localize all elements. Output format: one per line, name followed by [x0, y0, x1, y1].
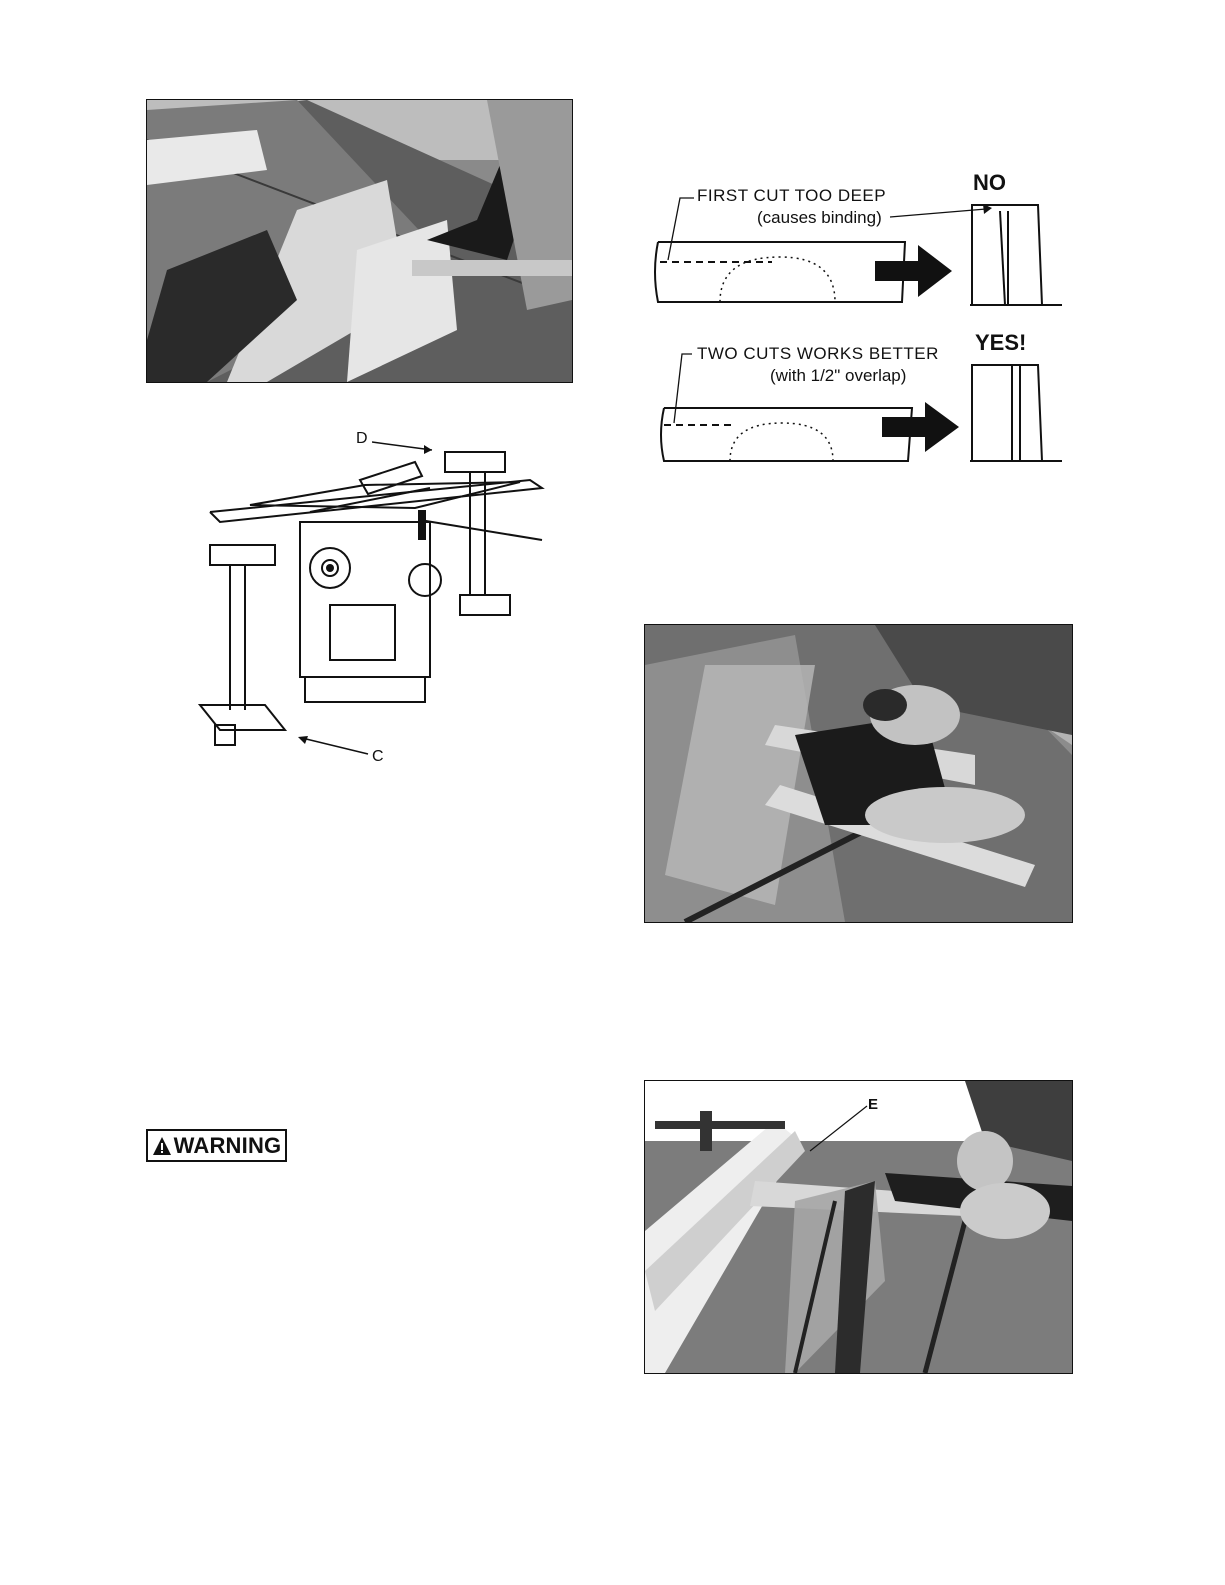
warning-label: WARNING: [174, 1133, 282, 1159]
roller-stand-diagram: [190, 440, 545, 750]
photo-label-e: E: [868, 1096, 878, 1113]
stand-label-c: C: [372, 748, 384, 766]
yes-label: YES!: [975, 330, 1026, 356]
no-label: NO: [973, 170, 1006, 196]
first-cut-line1: FIRST CUT TOO DEEP: [697, 186, 886, 206]
warning-triangle-icon: [152, 1136, 172, 1156]
arrow-d-icon: [372, 438, 442, 456]
stand-label-d: D: [356, 430, 368, 448]
arrow-c-icon: [294, 734, 370, 758]
push-stick-photo: [146, 99, 573, 383]
warning-badge: WARNING: [146, 1129, 287, 1162]
push-block-photo: [644, 624, 1073, 923]
first-cut-line2: (causes binding): [757, 208, 882, 228]
two-cuts-line2: (with 1/2" overlap): [770, 366, 906, 386]
two-cuts-line1: TWO CUTS WORKS BETTER: [697, 344, 939, 364]
fence-photo: [644, 1080, 1073, 1374]
